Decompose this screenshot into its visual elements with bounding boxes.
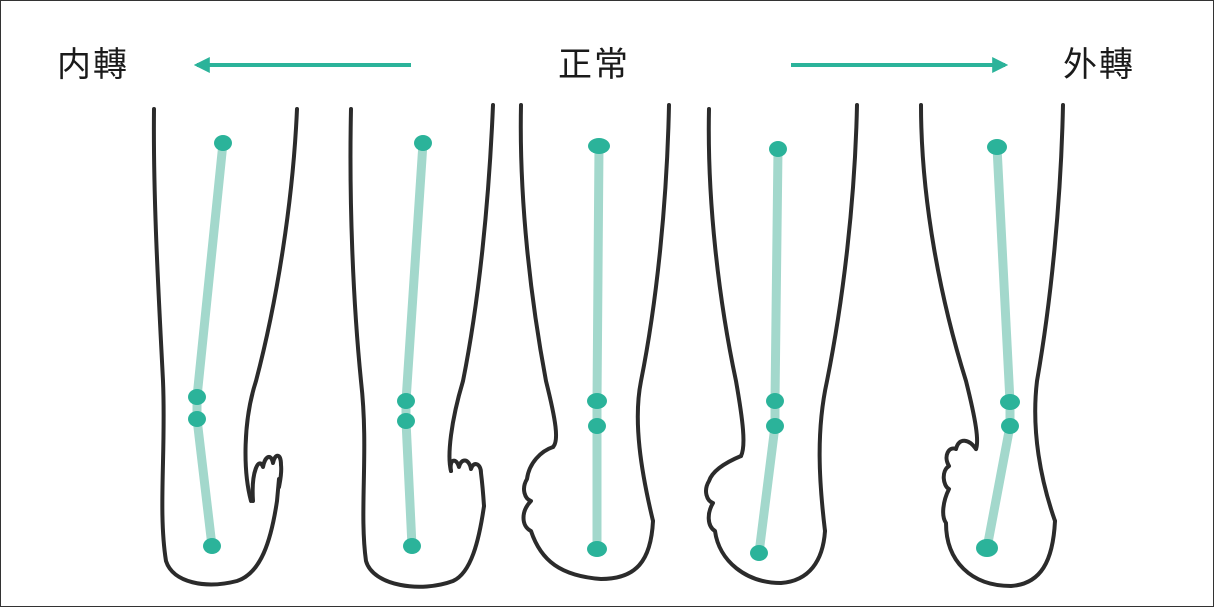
alignment-line [597, 146, 599, 549]
point-knee [414, 135, 432, 151]
point-heel [750, 545, 768, 561]
alignment-points [397, 135, 432, 554]
point-ankle-upper [587, 393, 607, 409]
point-ankle-lower [188, 411, 206, 427]
leg-outline [521, 105, 556, 447]
point-heel [403, 538, 421, 554]
point-ankle-upper [1000, 394, 1020, 410]
alignment-line [406, 143, 423, 546]
leg-outline [638, 105, 669, 521]
leg-normal [521, 105, 669, 579]
leg-inversion-strong [154, 109, 297, 584]
point-heel [203, 538, 221, 554]
point-ankle-upper [188, 389, 206, 405]
toes [524, 447, 654, 579]
point-ankle-upper [397, 393, 415, 409]
point-knee [769, 141, 787, 157]
alignment-line [197, 143, 223, 546]
alignment-line [759, 149, 778, 553]
leg-outline [246, 109, 297, 501]
point-knee [987, 139, 1007, 155]
leg-eversion-mild [706, 105, 857, 583]
point-ankle-lower [766, 418, 784, 434]
leg-eversion-strong [921, 105, 1063, 586]
leg-outline [450, 105, 494, 471]
point-knee [588, 138, 610, 154]
leg-inversion-mild [350, 105, 493, 587]
point-heel [587, 541, 607, 557]
leg-outline [921, 105, 977, 449]
point-ankle-upper [766, 393, 784, 409]
point-ankle-lower [1001, 418, 1019, 434]
toes [451, 460, 484, 506]
leg-outline [1035, 105, 1063, 521]
alignment-line [987, 147, 1010, 548]
point-ankle-lower [588, 418, 606, 434]
point-heel [976, 539, 998, 557]
leg-outline [709, 109, 744, 456]
leg-outline [820, 105, 857, 531]
point-ankle-lower [397, 413, 415, 429]
point-knee [214, 135, 232, 151]
